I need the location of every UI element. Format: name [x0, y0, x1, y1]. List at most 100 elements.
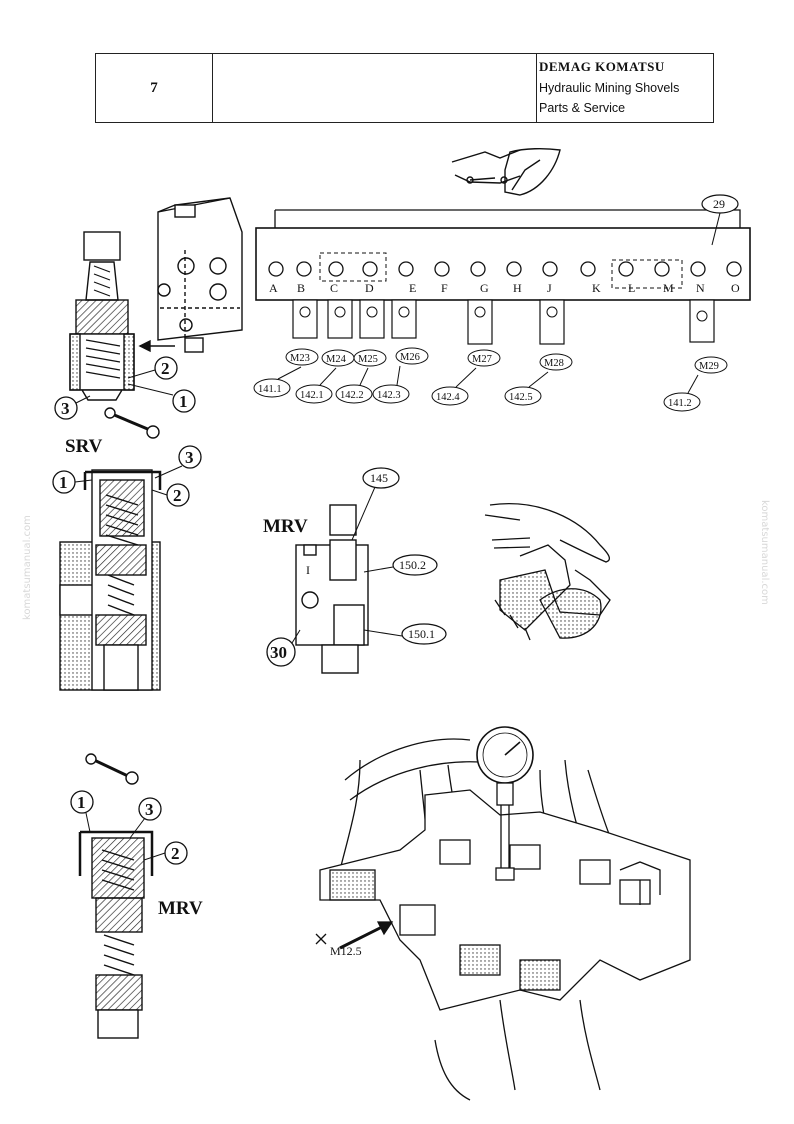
leader-line: [277, 366, 302, 380]
measure-tap-hole: [696, 310, 708, 322]
mrv-section-drawing: [78, 753, 154, 1039]
mrv-title: MRV: [158, 898, 203, 919]
port-label-e: E: [409, 281, 416, 295]
port-label-c: C: [330, 281, 338, 295]
port-hole-b: [296, 261, 312, 277]
gauge-point-label: M12.5: [330, 944, 362, 958]
leader-line: [455, 367, 477, 388]
leader-line: [528, 371, 549, 388]
measure-point-m24: M24: [326, 354, 347, 365]
port-label-h: H: [513, 281, 522, 295]
srv-callout-2: 2: [173, 486, 182, 505]
measure-point-oval: [694, 356, 728, 374]
port-hole-e: [398, 261, 414, 277]
srv-top-callouts: 2 1 3: [54, 356, 196, 420]
item-142-3: 142.3: [377, 390, 401, 401]
item-141-1: 141.1: [258, 384, 282, 395]
brand-line-1: Hydraulic Mining Shovels: [539, 81, 680, 95]
mrv-valve-callouts: 145 150.2 150.1 30: [266, 467, 447, 667]
port-hole-n: [690, 261, 706, 277]
port-label-d: D: [365, 281, 374, 295]
measure-point-m27: M27: [472, 354, 492, 365]
title-block: 7 DEMAG KOMATSU Hydraulic Mining Shovels…: [95, 53, 714, 123]
brand-name: DEMAG KOMATSU: [539, 59, 665, 74]
measure-tap-body: [327, 299, 353, 339]
title-block-blank: [213, 54, 537, 122]
item-142-4: 142.4: [436, 392, 460, 403]
mrv-callout-3: 3: [145, 800, 154, 819]
port-label-j: J: [547, 281, 552, 295]
port-label-g: G: [480, 281, 489, 295]
measure-point-oval: [395, 347, 429, 365]
ref-145: 145: [370, 471, 388, 485]
port-hole-l: [618, 261, 634, 277]
callout-3: 3: [61, 399, 70, 418]
srv-callouts: 1 2 3: [52, 445, 202, 507]
item-142-1: 142.1: [300, 390, 324, 401]
srv-title: SRV: [65, 436, 103, 457]
port-label-f: F: [441, 281, 448, 295]
callout-2: 2: [161, 359, 170, 378]
ref-150-2: 150.2: [399, 558, 426, 572]
leader-line: [687, 374, 699, 394]
port-hole-f: [434, 261, 450, 277]
port-hole-o: [726, 261, 742, 277]
mrv-callouts: 1 3 2: [70, 790, 188, 865]
brand-line-2: Parts & Service: [539, 101, 626, 115]
block-ref-29: 29: [713, 197, 725, 211]
page-number: 7: [96, 54, 213, 122]
measure-point-m28: M28: [544, 358, 564, 369]
port-hole-j: [542, 261, 558, 277]
measure-point-m26: M26: [400, 352, 420, 363]
port-label-m: M: [663, 281, 674, 295]
measure-point-oval: [353, 349, 387, 367]
gauge-manifold-sketch: [315, 726, 691, 1101]
watermark-left: komatsumanual.com: [22, 515, 33, 620]
measure-tap-hole: [398, 306, 410, 318]
measure-point-oval: [539, 353, 573, 371]
measure-taps: M23 141.1 M24 142.1 M25 142.2 M26 142.3 M27 142.4…: [253, 299, 728, 412]
item-oval: [253, 378, 291, 398]
item-141-2: 141.2: [668, 398, 692, 409]
measure-point-oval: [285, 348, 319, 366]
port-label-l: L: [628, 281, 635, 295]
measure-point-m25: M25: [358, 354, 378, 365]
mrv-callout-2: 2: [171, 844, 180, 863]
measure-tap-body: [292, 299, 318, 339]
measure-point-oval: [467, 349, 501, 367]
ref-30: 30: [270, 643, 287, 662]
item-oval: [335, 384, 373, 404]
measure-tap-body: [359, 299, 385, 339]
port-label-k: K: [592, 281, 601, 295]
mrv-valve-title: MRV: [263, 516, 308, 537]
srv-section-drawing: [59, 469, 162, 691]
srv-callout-3: 3: [185, 448, 194, 467]
relief-valve-assembly: [69, 197, 243, 439]
measure-point-m29: M29: [699, 361, 719, 372]
port-label-a: A: [269, 281, 278, 295]
item-oval: [295, 384, 333, 404]
item-oval: [372, 384, 410, 404]
measure-point-m23: M23: [290, 353, 310, 364]
item-142-2: 142.2: [340, 390, 364, 401]
port-hole-m: [654, 261, 670, 277]
port-hole-a: [268, 261, 284, 277]
ref-150-1: 150.1: [408, 627, 435, 641]
port-hole-c: [328, 261, 344, 277]
port-label-n: N: [696, 281, 705, 295]
port-hole-h: [506, 261, 522, 277]
leader-line: [319, 367, 337, 386]
measure-tap-body: [391, 299, 417, 339]
mrv-valve-body: [295, 504, 369, 674]
mrv-callout-1: 1: [77, 793, 86, 812]
item-142-5: 142.5: [509, 392, 533, 403]
mrv-port-I: I: [306, 563, 310, 577]
port-label-b: B: [297, 281, 305, 295]
callout-1: 1: [179, 392, 188, 411]
port-hole-k: [580, 261, 596, 277]
leader-line: [359, 367, 369, 386]
boom-valve-sketch: [484, 503, 611, 641]
